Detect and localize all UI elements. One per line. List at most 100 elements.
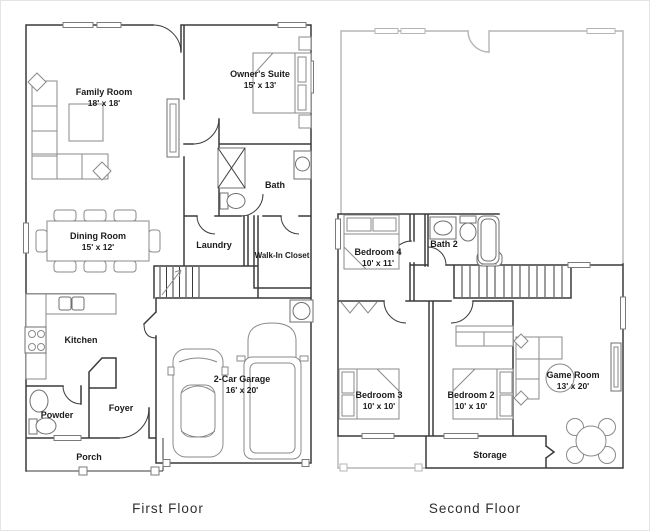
closet-bifold-doors (340, 301, 378, 314)
powder-sink (29, 389, 49, 413)
first-floor-labels: Family Room 18' x 18' Owner's Suite 15' … (41, 69, 310, 462)
second-floor-open-area-walls (337, 28, 624, 472)
porch-post (78, 466, 88, 476)
room-label-powder: Powder (41, 410, 74, 420)
kitchen-sink (71, 296, 85, 311)
chair (53, 209, 77, 222)
first-floor-plan: Family Room 18' x 18' Owner's Suite 15' … (23, 22, 314, 516)
second-floor-plan: Bedroom 4 10' x 11' Bath 2 Bedroom 3 10'… (335, 28, 626, 516)
toilet (219, 192, 246, 210)
area-rug (545, 363, 575, 393)
room-label-storage: Storage (473, 450, 507, 460)
room-label-bedroom4: Bedroom 4 (354, 247, 401, 257)
car-mirror (167, 366, 175, 376)
window (586, 28, 616, 34)
window (620, 296, 626, 330)
room-label-owners-suite: Owner's Suite (230, 69, 290, 79)
bathtub (477, 215, 500, 265)
window (53, 435, 82, 441)
deck-post (339, 463, 348, 472)
room-label-family-room: Family Room (76, 87, 133, 97)
throw-pillow (27, 72, 47, 92)
nightstand (298, 36, 312, 51)
room-dims-game-room: 13' x 20' (557, 381, 589, 391)
first-floor-walls (25, 24, 312, 476)
room-label-game-room: Game Room (546, 370, 599, 380)
second-floor-stairs (461, 266, 563, 297)
car-sedan (167, 348, 229, 458)
room-label-porch: Porch (76, 452, 102, 462)
room-label-foyer: Foyer (109, 403, 134, 413)
game-room-sofa (513, 333, 563, 406)
chair (35, 229, 48, 253)
room-label-bath: Bath (265, 180, 285, 190)
throw-pillow (513, 333, 529, 349)
fireplace (166, 98, 180, 158)
bath2-sink (429, 216, 457, 240)
room-label-laundry: Laundry (196, 240, 232, 250)
room-dims-owners-suite: 15' x 13' (244, 80, 276, 90)
chair (113, 260, 137, 273)
room-dims-bedroom3: 10' x 10' (363, 401, 395, 411)
car-truck (236, 322, 309, 460)
first-floor-caption: First Floor (132, 501, 204, 516)
room-dims-bedroom2: 10' x 10' (455, 401, 487, 411)
water-heater (289, 299, 314, 323)
bedroom2-bed (452, 368, 514, 420)
blanket-fold (452, 368, 477, 393)
bedroom4-bed (343, 214, 400, 270)
door-arcs (62, 24, 300, 439)
stove (24, 326, 47, 354)
throw-pillow (92, 161, 112, 181)
chair (83, 260, 107, 273)
coffee-table (68, 103, 104, 142)
deck-post (414, 463, 423, 472)
window (567, 262, 591, 268)
porch-post (150, 466, 160, 476)
chair (113, 209, 137, 222)
window (62, 22, 94, 28)
roof-deck-edge (337, 435, 427, 469)
room-dims-family-room: 18' x 18' (88, 98, 120, 108)
window (96, 22, 122, 28)
blanket-fold (252, 52, 275, 77)
first-floor-stairs (159, 267, 200, 297)
blanket-fold (343, 245, 368, 270)
window (277, 22, 307, 28)
stairs-direction-arrow (161, 269, 182, 296)
room-dims-garage: 16' x 20' (226, 385, 258, 395)
garage-door-notch (162, 459, 171, 467)
nightstand (298, 114, 312, 129)
garage-door-notch (301, 459, 310, 467)
room-label-dining-room: Dining Room (70, 231, 126, 241)
window (361, 433, 395, 439)
room-label-bedroom3: Bedroom 3 (355, 390, 402, 400)
dining-table (35, 209, 161, 273)
throw-pillow (513, 390, 529, 406)
window (443, 433, 479, 439)
room-label-bedroom2: Bedroom 2 (447, 390, 494, 400)
window (335, 218, 341, 250)
car-mirror (299, 355, 309, 362)
door-arc (467, 30, 490, 53)
chair (148, 229, 161, 253)
window (374, 28, 399, 34)
bedroom3-bed (338, 368, 400, 420)
window (400, 28, 426, 34)
game-room-window-panel (610, 342, 622, 392)
car-mirror (221, 366, 229, 376)
room-label-kitchen: Kitchen (64, 335, 97, 345)
kitchen-counters (24, 293, 117, 380)
room-dims-dining-room: 15' x 12' (82, 242, 114, 252)
bath2-toilet (459, 215, 477, 242)
chair (83, 209, 107, 222)
car-mirror (236, 355, 246, 362)
second-floor-windows (335, 218, 626, 439)
window (23, 222, 29, 254)
bath-sink (293, 150, 312, 180)
room-dims-bedroom4: 10' x 11' (362, 258, 394, 268)
bedroom2-dresser (455, 325, 514, 347)
room-label-walk-in-closet: Walk-In Closet (255, 251, 310, 260)
